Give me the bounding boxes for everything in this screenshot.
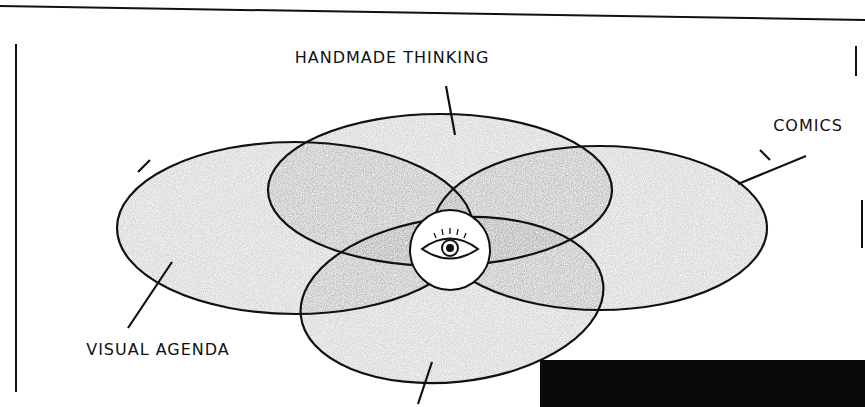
region-label: HANDMADE THINKING	[295, 49, 490, 67]
region-label: COMICS	[773, 117, 843, 135]
frame-line	[0, 6, 865, 20]
eye-symbol	[422, 228, 478, 259]
center-circle	[410, 210, 490, 290]
dark-panel	[540, 360, 865, 407]
frame-line	[856, 46, 862, 248]
frame-line	[15, 44, 17, 392]
region-label: VISUAL AGENDA	[86, 341, 230, 359]
